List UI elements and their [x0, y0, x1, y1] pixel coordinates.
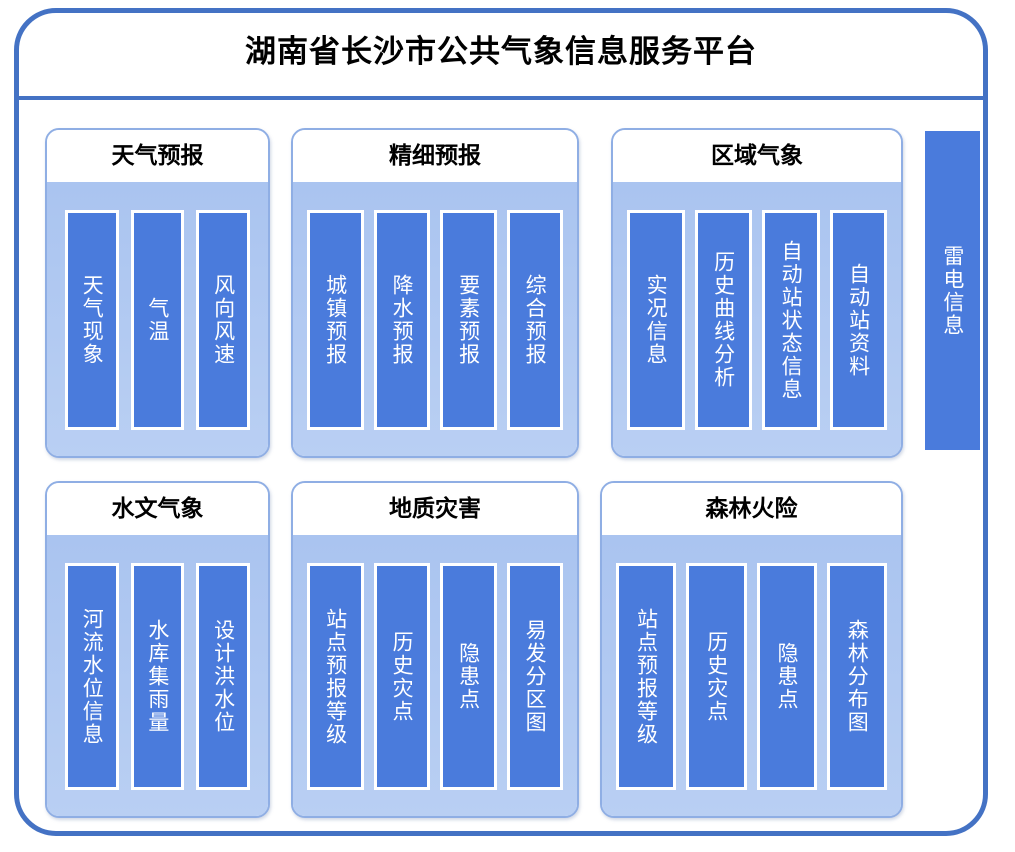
item-label: 降水预报 — [390, 274, 415, 366]
panel-body-fine-forecast: 城镇预报 降水预报 要素预报 综合预报 — [293, 182, 577, 456]
panel-regional-meteorology[interactable]: 区域气象 实况信息 历史曲线分析 自动站状态信息 自动站资料 — [611, 128, 903, 458]
platform-title-bar: 湖南省长沙市公共气象信息服务平台 — [14, 8, 988, 100]
panel-title-regional-meteorology: 区域气象 — [711, 142, 803, 169]
item-label: 风向风速 — [211, 274, 236, 366]
item-bar-town-forecast[interactable]: 城镇预报 — [307, 210, 364, 430]
panel-header-weather-forecast: 天气预报 — [47, 130, 268, 182]
item-label: 森林分布图 — [845, 619, 870, 734]
item-bar-weather-phenomena[interactable]: 天气现象 — [65, 210, 119, 430]
item-bar-hidden-danger-points[interactable]: 隐患点 — [756, 563, 817, 790]
item-label: 站点预报等级 — [634, 607, 659, 746]
item-label: 河流水位信息 — [80, 607, 105, 746]
item-bar-forest-distribution-map[interactable]: 森林分布图 — [826, 563, 887, 790]
item-label: 隐患点 — [456, 642, 481, 711]
panel-fine-forecast[interactable]: 精细预报 城镇预报 降水预报 要素预报 综合预报 — [291, 128, 579, 458]
item-label: 设计洪水位 — [211, 619, 236, 734]
panel-header-hydrometeorology: 水文气象 — [47, 483, 268, 535]
item-bar-prone-zone-map[interactable]: 易发分区图 — [506, 563, 563, 790]
item-label: 实况信息 — [644, 274, 669, 366]
item-label: 易发分区图 — [523, 619, 548, 734]
item-bar-history-curve-analysis[interactable]: 历史曲线分析 — [694, 210, 752, 430]
panel-body-forest-fire-risk: 站点预报等级 历史灾点 隐患点 森林分布图 — [602, 535, 901, 816]
item-bar-river-water-level[interactable]: 河流水位信息 — [65, 563, 119, 790]
panel-title-hydrometeorology: 水文气象 — [111, 495, 204, 522]
item-bar-live-info[interactable]: 实况信息 — [627, 210, 685, 430]
item-bar-wind[interactable]: 风向风速 — [196, 210, 251, 430]
item-bar-temperature[interactable]: 气温 — [130, 210, 185, 430]
panel-header-forest-fire-risk: 森林火险 — [602, 483, 901, 535]
panel-title-fine-forecast: 精细预报 — [389, 142, 481, 169]
panel-header-geological-hazard: 地质灾害 — [293, 483, 577, 535]
item-label: 气温 — [145, 297, 170, 343]
item-label: 自动站状态信息 — [779, 239, 804, 401]
panel-forest-fire-risk[interactable]: 森林火险 站点预报等级 历史灾点 隐患点 森林分布图 — [600, 481, 903, 818]
panel-header-regional-meteorology: 区域气象 — [613, 130, 901, 182]
item-bar-historical-disaster-points[interactable]: 历史灾点 — [373, 563, 430, 790]
item-label: 历史灾点 — [390, 630, 415, 723]
panel-title-geological-hazard: 地质灾害 — [389, 495, 481, 522]
item-bar-precipitation-forecast[interactable]: 降水预报 — [373, 210, 430, 430]
item-label: 历史曲线分析 — [711, 251, 736, 389]
panel-title-forest-fire-risk: 森林火险 — [705, 495, 798, 522]
item-label: 隐患点 — [775, 642, 799, 711]
item-bar-station-forecast-level[interactable]: 站点预报等级 — [307, 563, 364, 790]
item-label: 自动站资料 — [846, 262, 871, 378]
item-label: 天气现象 — [80, 274, 105, 366]
item-bar-lightning-info[interactable]: 雷电信息 — [925, 131, 980, 450]
item-bar-aws-status-info[interactable]: 自动站状态信息 — [762, 210, 820, 430]
panel-hydrometeorology[interactable]: 水文气象 河流水位信息 水库集雨量 设计洪水位 — [45, 481, 270, 818]
item-bar-design-flood-level[interactable]: 设计洪水位 — [196, 563, 251, 790]
panel-weather-forecast[interactable]: 天气预报 天气现象 气温 风向风速 — [45, 128, 270, 458]
item-bar-aws-data[interactable]: 自动站资料 — [829, 210, 887, 430]
item-bar-comprehensive-forecast[interactable]: 综合预报 — [506, 210, 563, 430]
panel-geological-hazard[interactable]: 地质灾害 站点预报等级 历史灾点 隐患点 易发分区图 — [291, 481, 579, 818]
item-label: 历史灾点 — [704, 630, 729, 723]
item-label: 水库集雨量 — [145, 619, 170, 734]
item-bar-element-forecast[interactable]: 要素预报 — [440, 210, 497, 430]
item-bar-historical-disaster-points[interactable]: 历史灾点 — [686, 563, 747, 790]
item-label: 雷电信息 — [940, 244, 965, 337]
panel-body-hydrometeorology: 河流水位信息 水库集雨量 设计洪水位 — [47, 535, 268, 816]
panel-body-geological-hazard: 站点预报等级 历史灾点 隐患点 易发分区图 — [293, 535, 577, 816]
panel-body-regional-meteorology: 实况信息 历史曲线分析 自动站状态信息 自动站资料 — [613, 182, 901, 456]
panel-title-weather-forecast: 天气预报 — [111, 142, 204, 169]
page-title: 湖南省长沙市公共气象信息服务平台 — [245, 33, 757, 70]
panel-body-weather-forecast: 天气现象 气温 风向风速 — [47, 182, 268, 456]
item-bar-reservoir-rainfall[interactable]: 水库集雨量 — [130, 563, 185, 790]
item-label: 城镇预报 — [323, 274, 348, 366]
item-label: 站点预报等级 — [323, 607, 348, 746]
item-label: 要素预报 — [456, 274, 481, 366]
item-bar-station-forecast-level[interactable]: 站点预报等级 — [616, 563, 677, 790]
panel-header-fine-forecast: 精细预报 — [293, 130, 577, 182]
item-bar-hidden-danger-points[interactable]: 隐患点 — [440, 563, 497, 790]
item-label: 综合预报 — [523, 274, 548, 366]
